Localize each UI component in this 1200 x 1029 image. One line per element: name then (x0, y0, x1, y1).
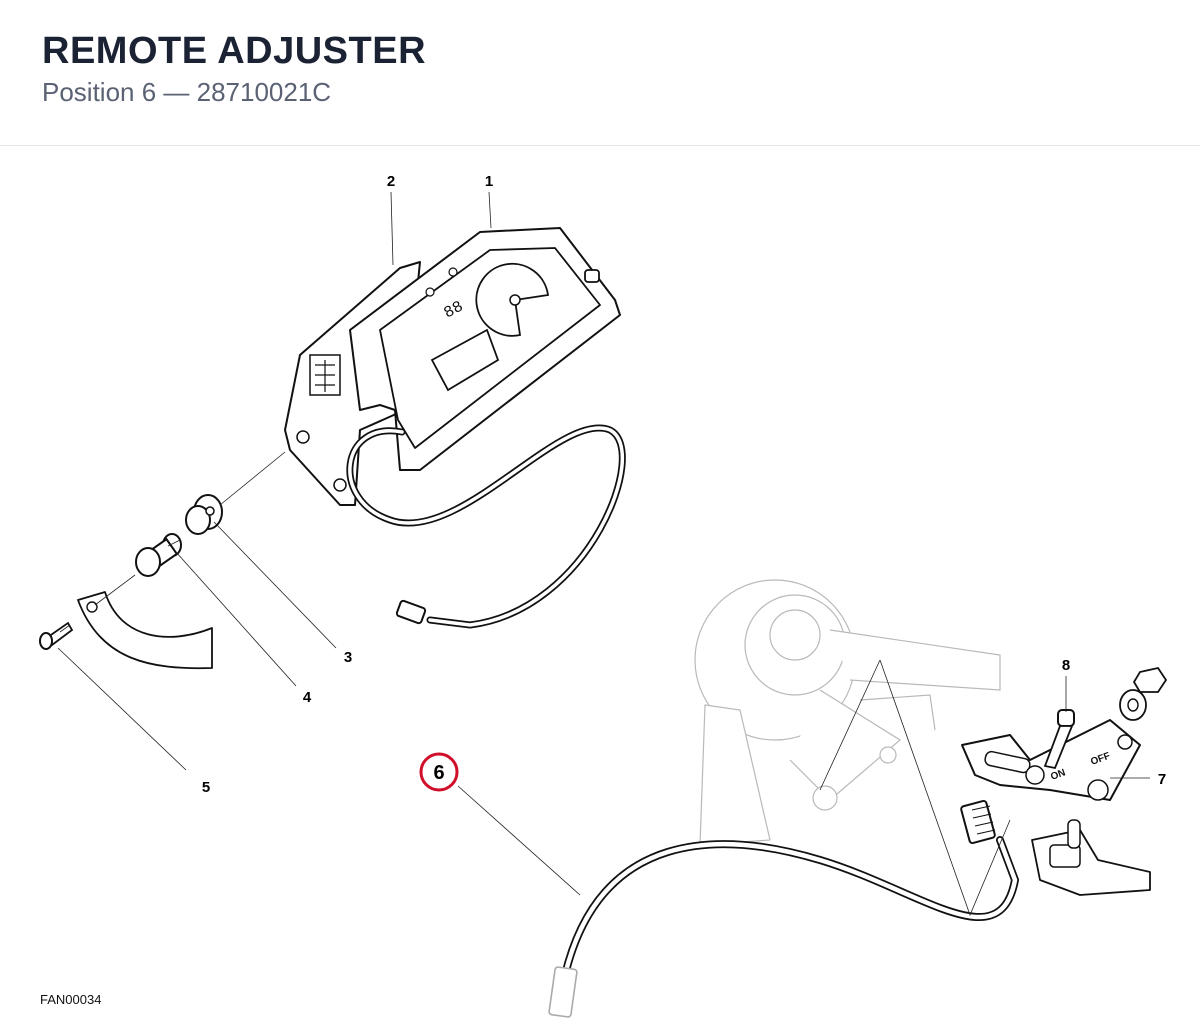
spacer-part-4 (135, 533, 182, 577)
callout-6: 6 (433, 762, 444, 784)
toggle-switch (1031, 819, 1151, 896)
highlight-ring-6 (419, 752, 459, 792)
callout-4: 4 (303, 689, 312, 706)
screw-part-5 (39, 621, 74, 650)
drawing-code: FAN00034 (40, 992, 102, 1007)
grommet-part-3 (185, 494, 223, 535)
callout-8: 8 (1062, 657, 1070, 674)
callout-3: 3 (344, 649, 352, 666)
callout-5: 5 (202, 779, 210, 796)
instrument-cable (346, 424, 626, 629)
leader-lines (57, 191, 1150, 917)
mount-plate (77, 591, 213, 670)
callout-7: 7 (1158, 771, 1166, 788)
header: REMOTE ADJUSTER Position 6 — 28710021C (0, 0, 1200, 146)
remote-adjuster-cable-part-6 (548, 799, 1020, 1018)
bolt-part-8 (1043, 709, 1075, 770)
page-title: REMOTE ADJUSTER (42, 30, 427, 72)
callout-1: 1 (485, 173, 493, 190)
page-subtitle: Position 6 — 28710021C (42, 77, 332, 107)
switch-on-label: ON (1049, 767, 1067, 782)
instrument-panel-part-1: 88 (284, 227, 621, 506)
callout-2: 2 (387, 173, 395, 190)
frame-background-ghost (694, 579, 1001, 846)
washer-and-nut (1119, 666, 1168, 721)
assembly-axis-line (59, 451, 286, 633)
callout-labels: 1 2 3 4 5 7 8 6 (202, 173, 1166, 796)
